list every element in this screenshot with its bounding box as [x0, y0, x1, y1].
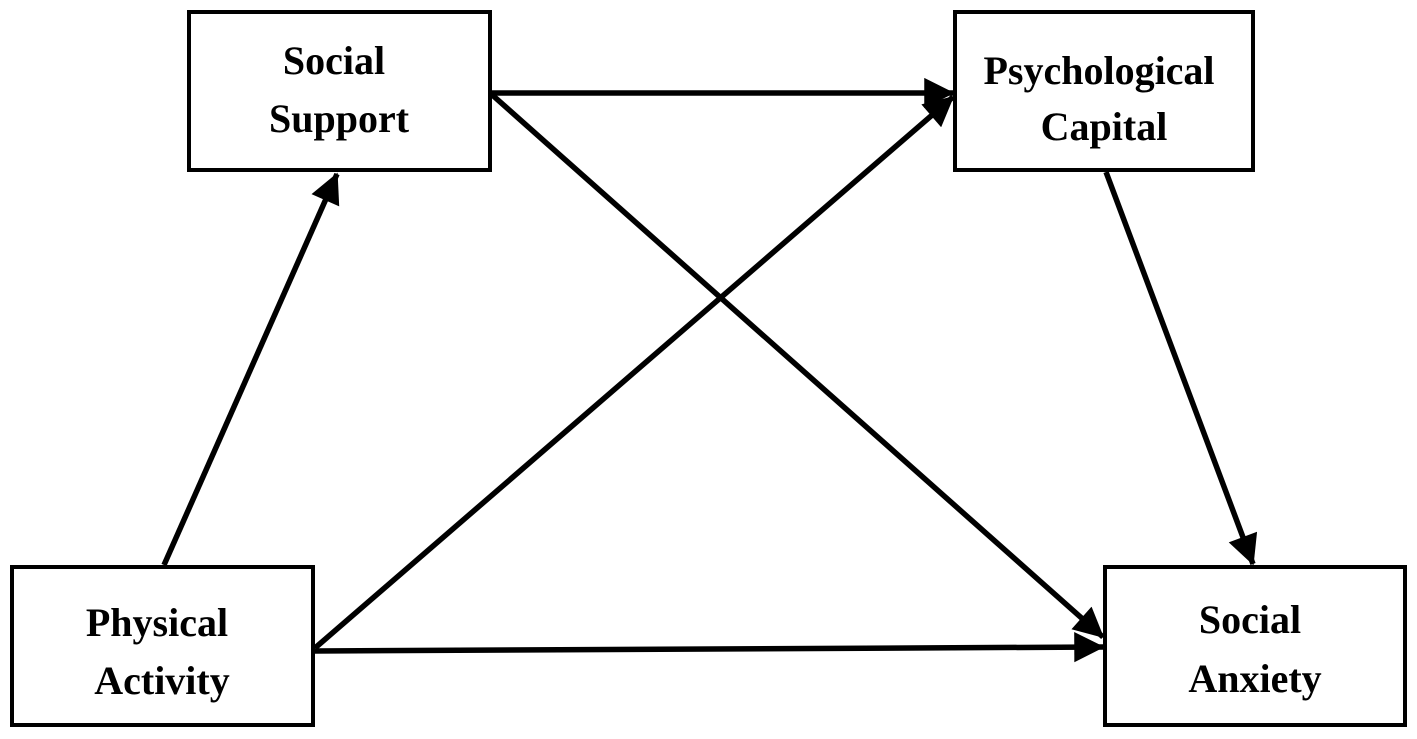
- node-label-line: Psychological: [983, 48, 1214, 93]
- node-box: [10, 565, 315, 727]
- arrow-psychological-capital-to-social-anxiety: [1103, 171, 1258, 566]
- node-label-line: Social: [283, 38, 385, 83]
- node-label-line: Anxiety: [1188, 656, 1321, 701]
- node-physical-activity: Physical Activity: [10, 565, 315, 727]
- node-label: Social Support: [269, 38, 410, 141]
- node-box: [953, 10, 1255, 172]
- node-social-anxiety: Social Anxiety: [1103, 565, 1407, 727]
- node-label-line: Support: [269, 96, 410, 141]
- node-label-line: Physical: [86, 600, 228, 645]
- node-psychological-capital: Psychological Capital: [953, 10, 1255, 172]
- node-box: [187, 10, 492, 172]
- node-label: Psychological Capital: [983, 48, 1224, 149]
- arrow-physical-activity-to-social-anxiety: [314, 632, 1105, 663]
- edges: [161, 77, 1258, 663]
- arrow-physical-activity-to-psychological-capital: [313, 94, 955, 651]
- node-label-line: Social: [1199, 597, 1301, 642]
- node-label: Social Anxiety: [1188, 597, 1321, 701]
- node-label-line: Capital: [1041, 104, 1168, 149]
- node-box: [1103, 565, 1407, 727]
- arrow-physical-activity-to-social-support: [161, 172, 340, 567]
- node-social-support: Social Support: [187, 10, 492, 172]
- node-label: Physical Activity: [86, 600, 238, 703]
- arrow-social-support-to-social-anxiety: [488, 90, 1105, 640]
- node-label-line: Activity: [94, 658, 230, 703]
